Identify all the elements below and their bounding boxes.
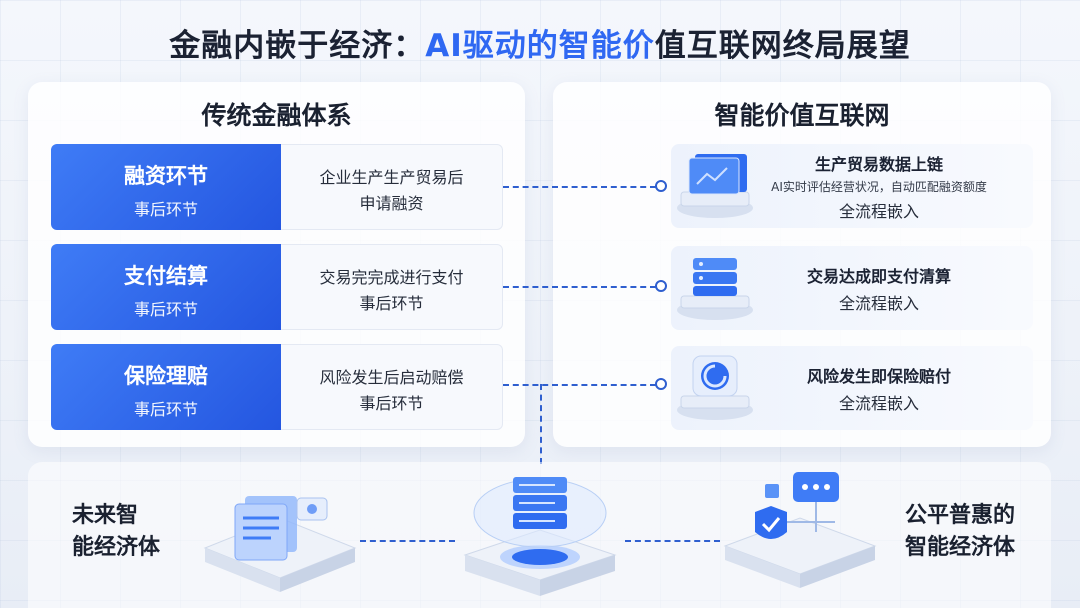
server-stack-icon: [677, 258, 753, 320]
value-payment-title: 交易达成即支付清算: [806, 266, 951, 286]
document-stack-icon: [203, 496, 357, 592]
payment-desc-line1: 交易完完成进行支付: [319, 268, 464, 287]
insurance-stage: 事后环节: [133, 400, 198, 419]
insurance-desc-line2: 事后环节: [359, 394, 424, 413]
financing-card: 融资环节 事后环节: [51, 144, 281, 230]
connector-financing: [503, 186, 656, 188]
connector-vertical: [540, 384, 542, 464]
insurance-desc: 风险发生后启动赔偿 事后环节: [281, 344, 503, 430]
page-title: 金融内嵌于经济：AI驱动的智能价值互联网终局展望: [0, 20, 1080, 65]
financing-label: 融资环节: [124, 164, 208, 188]
financing-desc-line2: 申请融资: [359, 194, 424, 213]
payment-stage: 事后环节: [133, 300, 198, 319]
shield-check-icon: [723, 472, 877, 588]
inclusive-economy-line2: 智能经济体: [905, 535, 1016, 560]
insurance-card: 保险理赔 事后环节: [51, 344, 281, 430]
payment-desc-line2: 事后环节: [359, 294, 424, 313]
connector-insurance: [503, 384, 656, 386]
insurance-desc-line1: 风险发生后启动赔偿: [319, 368, 464, 387]
value-financing-title: 生产贸易数据上链: [814, 154, 943, 174]
title-prefix: 金融内嵌于经济：: [169, 28, 426, 64]
inclusive-economy-line1: 公平普惠的: [905, 503, 1016, 528]
right-panel-title: 智能价值互联网: [714, 101, 890, 130]
insurance-label: 保险理赔: [124, 364, 208, 388]
connector-dot-insurance: [655, 378, 667, 390]
connector-dot-financing: [655, 180, 667, 192]
future-economy-line2: 能经济体: [72, 535, 161, 560]
shield-chart-icon: [677, 355, 753, 420]
connector-bottom-left: [360, 540, 455, 542]
traditional-finance-panel: 传统金融体系 融资环节 事后环节 企业生产生产贸易后 申请融资 支付结算 事后环…: [28, 82, 525, 447]
central-hub-icon: [463, 477, 617, 596]
value-payment-embed: 全流程嵌入: [838, 293, 919, 313]
value-text-payment: 交易达成即支付清算 全流程嵌入: [731, 246, 1027, 330]
payment-label: 支付结算: [124, 264, 208, 288]
finance-row-insurance: 保险理赔 事后环节 风险发生后启动赔偿 事后环节: [51, 344, 503, 430]
value-internet-panel: 智能价值互联网 生产贸易数据上链 AI实时评估经营状况，自动匹配融资额度 全流程…: [553, 82, 1051, 447]
connector-dot-payment: [655, 280, 667, 292]
financing-desc-line1: 企业生产生产贸易后: [319, 168, 464, 187]
financing-stage: 事后环节: [133, 200, 198, 219]
future-economy-line1: 未来智: [72, 503, 139, 528]
payment-desc: 交易完完成进行支付 事后环节: [281, 244, 503, 330]
inclusive-economy-label: 公平普惠的 智能经济体: [905, 500, 1015, 564]
future-economy-label: 未来智 能经济体: [72, 500, 160, 564]
value-text-insurance: 风险发生即保险赔付 全流程嵌入: [731, 346, 1027, 430]
value-financing-detail: AI实时评估经营状况，自动匹配融资额度: [771, 179, 987, 194]
value-financing-embed: 全流程嵌入: [838, 201, 919, 221]
title-suffix: 值互联网终局展望: [654, 28, 911, 64]
title-accent: AI驱动的智能价: [425, 28, 655, 64]
left-panel-title: 传统金融体系: [201, 101, 352, 130]
value-insurance-title: 风险发生即保险赔付: [806, 366, 951, 386]
value-insurance-embed: 全流程嵌入: [838, 393, 919, 413]
monitor-chart-icon: [677, 154, 753, 218]
financing-desc: 企业生产生产贸易后 申请融资: [281, 144, 503, 230]
payment-card: 支付结算 事后环节: [51, 244, 281, 330]
value-text-financing: 生产贸易数据上链 AI实时评估经营状况，自动匹配融资额度 全流程嵌入: [731, 144, 1027, 228]
connector-bottom-right: [625, 540, 720, 542]
connector-payment: [503, 286, 656, 288]
finance-row-financing: 融资环节 事后环节 企业生产生产贸易后 申请融资: [51, 144, 503, 230]
finance-row-payment: 支付结算 事后环节 交易完完成进行支付 事后环节: [51, 244, 503, 330]
